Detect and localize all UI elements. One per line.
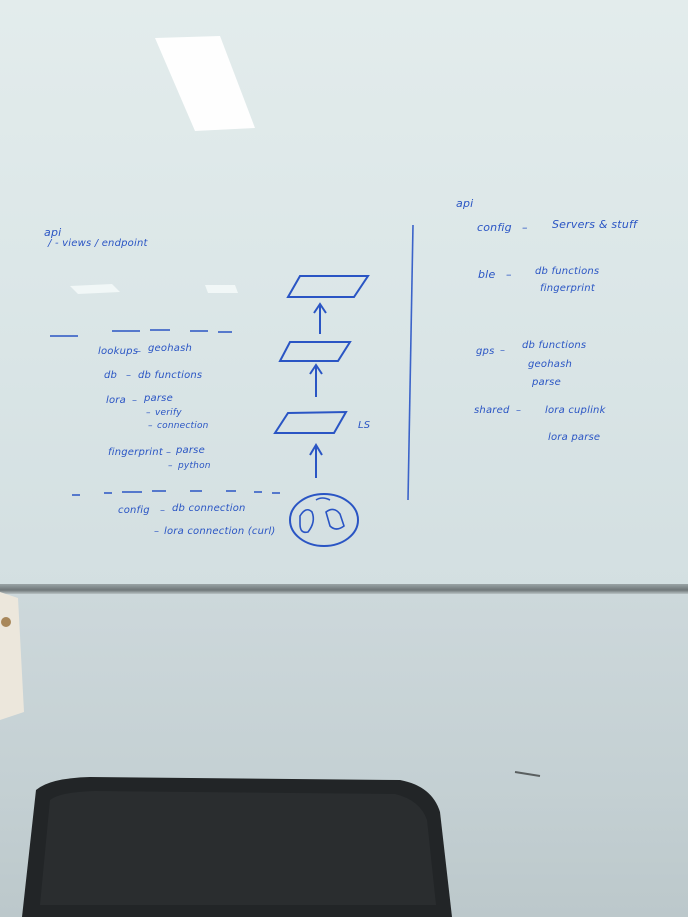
light-reflection-small bbox=[70, 284, 120, 294]
item-lora-sub-connection: connection bbox=[157, 421, 209, 431]
item-lora-desc: parse bbox=[144, 393, 173, 404]
diagram-side-label: LS bbox=[358, 420, 371, 431]
item-db-name: db bbox=[104, 370, 118, 381]
right-item-gps-desc-1: db functions bbox=[522, 340, 587, 351]
item-lora-name: lora bbox=[106, 395, 126, 406]
config-line-db: db connection bbox=[172, 503, 246, 514]
chair-mesh bbox=[40, 791, 436, 905]
light-reflection bbox=[155, 36, 255, 131]
config-name: config bbox=[118, 505, 150, 516]
whiteboard-marker-tray bbox=[0, 584, 688, 594]
arrow-up-1 bbox=[313, 302, 327, 334]
right-item-gps-desc-2: geohash bbox=[528, 359, 573, 370]
item-lookups-name: lookups bbox=[98, 346, 139, 357]
right-item-ble-name: ble bbox=[478, 268, 496, 281]
right-item-config-name: config bbox=[477, 221, 512, 234]
config-line-lora: lora connection (curl) bbox=[164, 526, 276, 537]
whiteboard bbox=[0, 0, 688, 590]
item-lookups-desc: geohash bbox=[148, 343, 193, 354]
layer-middle bbox=[278, 341, 352, 362]
dashed-separator-top bbox=[50, 329, 232, 337]
right-item-config-desc: Servers & stuff bbox=[552, 218, 638, 231]
right-item-gps-name: gps bbox=[476, 346, 495, 357]
layer-top bbox=[286, 275, 370, 298]
views-line: / - views / endpoint bbox=[48, 238, 148, 249]
dashed-separator-bottom bbox=[72, 490, 280, 496]
right-item-shared-desc-1: lora cuplink bbox=[545, 405, 606, 416]
right-item-ble-desc-2: fingerprint bbox=[540, 283, 595, 294]
wall-mark bbox=[514, 771, 541, 777]
right-item-gps-desc-3: parse bbox=[532, 377, 561, 388]
item-fingerprint-name: fingerprint bbox=[108, 447, 163, 458]
item-db-desc: db functions bbox=[138, 370, 203, 381]
note-seal bbox=[1, 617, 11, 627]
item-fingerprint-desc: parse bbox=[176, 445, 205, 456]
left-api-heading: api bbox=[44, 226, 62, 239]
arrow-up-3 bbox=[309, 443, 323, 478]
globe-icon bbox=[289, 493, 359, 547]
item-fingerprint-sub-python: python bbox=[178, 461, 211, 471]
right-item-shared-name: shared bbox=[474, 405, 510, 416]
item-lora-sub-verify: verify bbox=[155, 408, 182, 418]
arrow-up-2 bbox=[309, 363, 323, 397]
right-item-shared-desc-2: lora parse bbox=[548, 432, 601, 443]
pinned-note bbox=[0, 592, 24, 720]
layer-bottom bbox=[273, 410, 348, 434]
light-reflection-small-2 bbox=[205, 285, 238, 293]
divider-line bbox=[407, 224, 414, 501]
right-api-heading: api bbox=[456, 197, 474, 210]
right-item-ble-desc-1: db functions bbox=[535, 266, 600, 277]
